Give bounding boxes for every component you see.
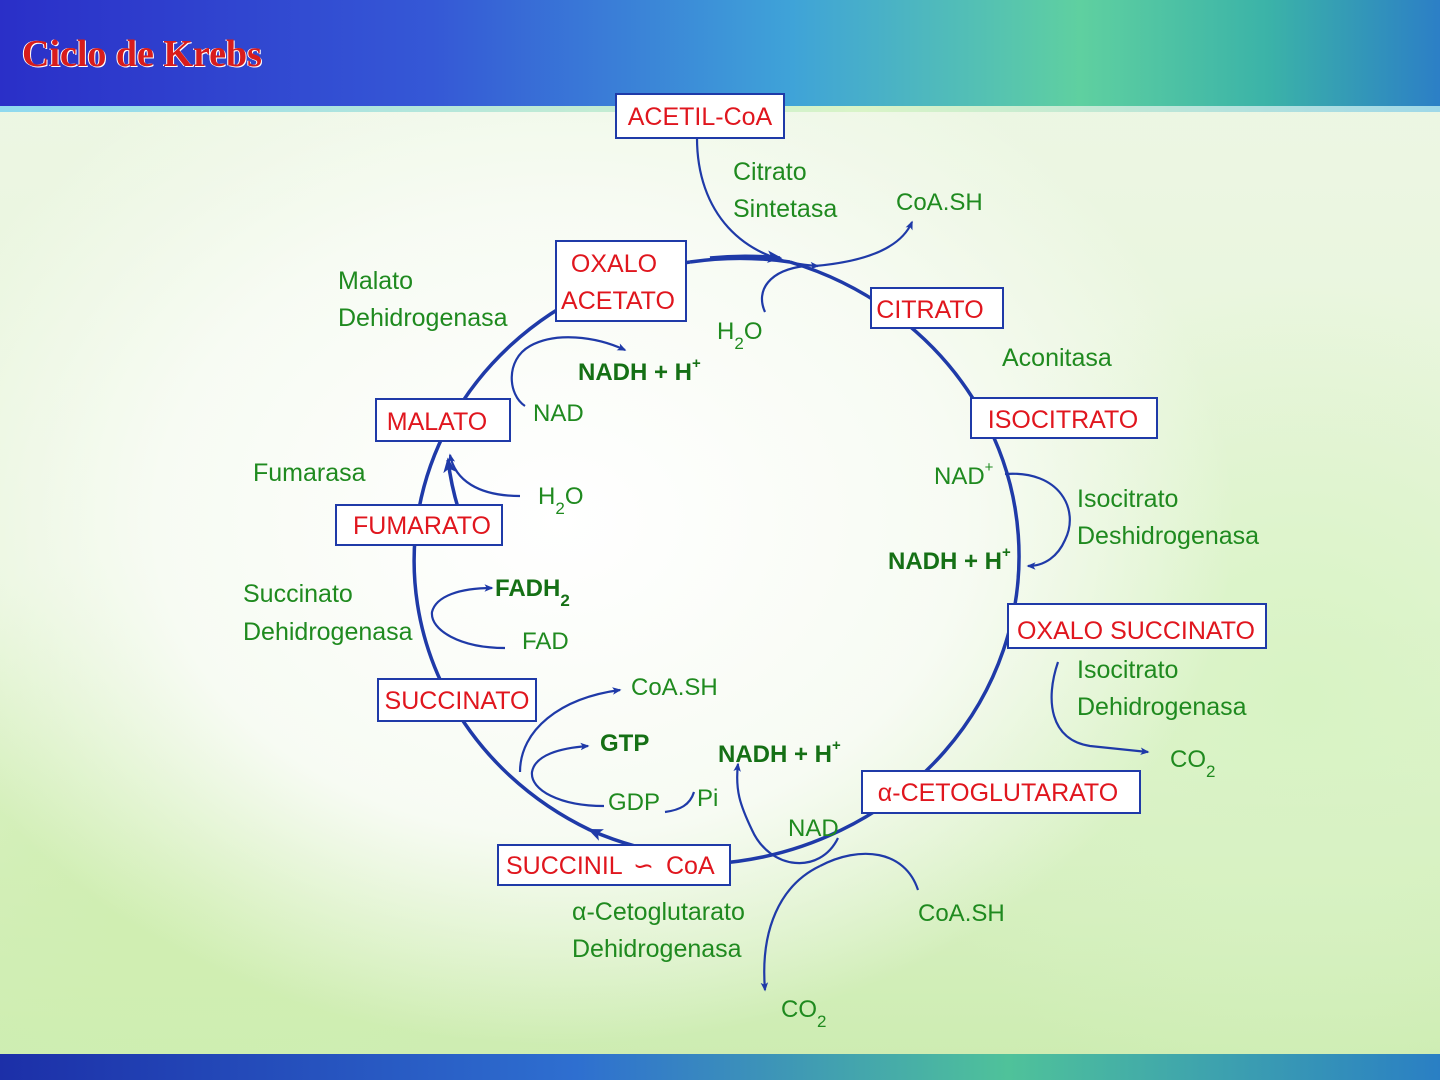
enzyme-fumarasa: Fumarasa — [253, 459, 366, 487]
svg-text:ACETIL-CoA: ACETIL-CoA — [628, 103, 773, 131]
cofactor-fad: FAD — [522, 628, 569, 655]
svg-text:SUCCINATO: SUCCINATO — [385, 687, 530, 715]
h2o-top-arrow — [760, 264, 806, 313]
cofactor-co2-right: CO2 — [1170, 746, 1215, 781]
cofactor-coash-succ: CoA.SH — [631, 674, 718, 701]
cofactor-h2o-fum: H2O — [538, 483, 583, 518]
enzyme-isocitrato-deshidrogenasa-2: Deshidrogenasa — [1077, 522, 1259, 550]
coash-exit-arrow — [814, 220, 914, 268]
cofactor-gtp: GTP — [600, 730, 649, 757]
metabolite-cetoglutarato: α-CETOGLUTARATO — [861, 770, 1141, 814]
enzyme-isocitrato-deshidrogenasa: Isocitrato — [1077, 485, 1178, 513]
cofactor-nad-ceto: NAD — [788, 815, 839, 842]
cofactor-nadh-iso: NADH + H+ — [888, 544, 1011, 575]
cofactor-h2o-top: H2O — [717, 318, 762, 353]
metabolite-succinil-coa: SUCCINIL ∽ CoA — [497, 844, 731, 886]
cofactor-nadh-ceto: NADH + H+ — [718, 737, 841, 768]
cofactor-pi: Pi — [697, 785, 718, 812]
metabolite-oxalo-acetato: OXALO ACETATO — [555, 240, 687, 322]
coash-succ-arrow — [518, 687, 622, 773]
metabolite-succinato: SUCCINATO — [377, 678, 537, 722]
footer-bar — [0, 1054, 1440, 1080]
enzyme-aconitasa: Aconitasa — [1002, 344, 1112, 372]
svg-text:MALATO: MALATO — [387, 408, 488, 436]
pi-arrow — [664, 791, 696, 814]
enzyme-succinato-dehidrogenasa-2: Dehidrogenasa — [243, 618, 413, 646]
cofactor-nadh-mal: NADH + H+ — [578, 355, 701, 386]
nad-mal-arrow — [510, 336, 627, 407]
metabolite-oxalo-succinato: OXALO SUCCINATO — [1007, 603, 1267, 649]
enzyme-cetoglutarato-dehidrogenasa-2: Dehidrogenasa — [572, 935, 742, 963]
metabolite-acetil-coa: ACETIL-CoA — [615, 93, 785, 139]
svg-text:SUCCINIL: SUCCINIL — [506, 852, 623, 880]
enzyme-citrato-sintetasa-2: Sintetasa — [733, 195, 837, 223]
nad-ceto-arrow — [733, 762, 839, 864]
svg-text:ACETATO: ACETATO — [561, 287, 675, 315]
enzyme-malato-dehidrogenasa-2: Dehidrogenasa — [338, 304, 508, 332]
coash-ceto-arrow — [819, 852, 920, 891]
nad-iso-arrow — [1004, 472, 1071, 570]
enzyme-succinato-dehidrogenasa: Succinato — [243, 580, 353, 608]
cofactor-coash-top: CoA.SH — [896, 189, 983, 216]
cofactor-gdp: GDP — [608, 789, 660, 816]
enzyme-cetoglutarato-dehidrogenasa: α-Cetoglutarato — [572, 898, 745, 926]
svg-text:α-CETOGLUTARATO: α-CETOGLUTARATO — [878, 779, 1118, 807]
enzyme-isocitrato-dehidrogenasa: Isocitrato — [1077, 656, 1178, 684]
fad-arrow — [430, 584, 506, 650]
svg-text:OXALO SUCCINATO: OXALO SUCCINATO — [1017, 617, 1255, 645]
enzyme-citrato-sintetasa: Citrato — [733, 158, 807, 186]
metabolite-isocitrato: ISOCITRATO — [970, 397, 1158, 439]
metabolite-fumarato: FUMARATO — [335, 504, 503, 546]
cofactor-nad-mal: NAD — [533, 400, 584, 427]
cofactor-fadh2: FADH2 — [495, 575, 570, 610]
cofactor-coash-ceto: CoA.SH — [918, 900, 1005, 927]
metabolite-malato: MALATO — [375, 398, 511, 442]
gdp-gtp-arrow — [530, 742, 605, 808]
svg-text:CoA: CoA — [666, 852, 715, 880]
acetil-entry-arrow — [695, 137, 820, 270]
enzyme-isocitrato-dehidrogenasa-2: Dehidrogenasa — [1077, 693, 1247, 721]
enzyme-malato-dehidrogenasa: Malato — [338, 267, 413, 295]
svg-text:ISOCITRATO: ISOCITRATO — [988, 406, 1138, 434]
cofactor-co2-bottom: CO2 — [781, 996, 826, 1031]
svg-text:CITRATO: CITRATO — [876, 296, 983, 324]
cofactor-nad-plus-iso: NAD+ — [934, 459, 994, 490]
co2-bottom-arrow — [760, 865, 821, 992]
svg-text:OXALO: OXALO — [571, 250, 657, 278]
svg-text:∽: ∽ — [633, 852, 654, 880]
metabolite-citrato: CITRATO — [870, 287, 1004, 329]
slide-title: Ciclo de Krebs — [22, 33, 262, 75]
co2-right-arrow — [1050, 661, 1150, 755]
svg-text:FUMARATO: FUMARATO — [353, 512, 491, 540]
h2o-fum-arrow — [447, 453, 521, 498]
